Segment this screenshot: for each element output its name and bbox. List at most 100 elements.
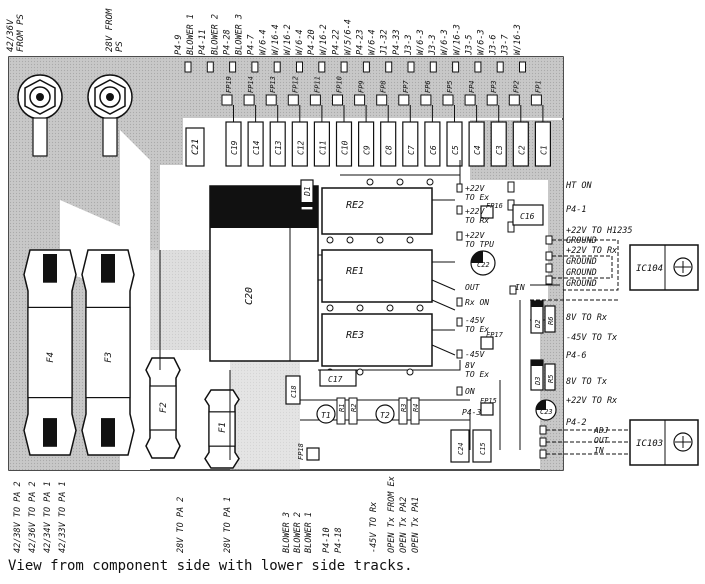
filter-fp13: FP13 (265, 76, 277, 106)
svg-text:T2: T2 (380, 411, 390, 420)
bottom-label: 42/33V TO PA 1 (58, 481, 68, 553)
svg-text:FP13: FP13 (269, 76, 277, 93)
capacitor-c7: C7 (402, 105, 419, 167)
svg-text:-45V: -45V (465, 316, 485, 325)
svg-text:GROUND: GROUND (566, 268, 597, 278)
filter-fp4: FP4 (464, 80, 476, 106)
top-pin-label: W/6-4 (295, 29, 305, 55)
bottom-label: 28V TO PA 2 (176, 497, 186, 553)
svg-text:FP17: FP17 (486, 331, 504, 339)
svg-text:C10: C10 (341, 140, 350, 155)
filter-fp9: FP9 (354, 80, 366, 106)
capacitor-c15: C15 (472, 429, 492, 463)
connector-pad (340, 61, 348, 73)
filter-fp8: FP8 (376, 80, 388, 106)
top-pin-label: W/6-4 (259, 29, 269, 55)
svg-text:C20: C20 (244, 287, 255, 305)
power-right-label-2: PS (115, 41, 125, 52)
top-pin-label: J1-32 (380, 29, 390, 56)
svg-text:IC104: IC104 (636, 264, 663, 274)
capacitor-c21: C21 (185, 127, 205, 167)
svg-text:IC103: IC103 (636, 439, 663, 449)
filter-fp12: FP12 (287, 76, 299, 106)
svg-text:TO Ex: TO Ex (465, 370, 489, 379)
svg-text:P4-2: P4-2 (566, 418, 586, 428)
svg-text:+22V: +22V (465, 207, 485, 216)
svg-text:C12: C12 (296, 140, 305, 155)
top-pin-label: P4-9 (174, 35, 184, 55)
top-pin-label: J3-5 (464, 35, 474, 56)
capacitor-c20: C20 (209, 185, 319, 362)
svg-text:C3: C3 (495, 145, 504, 155)
bottom-label: 42/34V TO PA 1 (43, 481, 53, 553)
filter-fp7: FP7 (398, 80, 410, 106)
svg-text:C17: C17 (328, 375, 343, 384)
svg-text:GROUND: GROUND (566, 279, 597, 289)
svg-text:F4: F4 (46, 352, 56, 363)
svg-text:Rx ON: Rx ON (465, 298, 489, 307)
connector-pad (385, 61, 393, 73)
svg-text:P4-3: P4-3 (462, 408, 481, 417)
top-pin-label: W/6-3 (440, 29, 450, 55)
power-terminal-left (17, 74, 63, 157)
svg-text:F3: F3 (104, 352, 114, 363)
connector-pad (296, 61, 303, 73)
svg-text:R3: R3 (400, 404, 408, 412)
svg-text:RE1: RE1 (346, 266, 364, 277)
filter-fp18: FP18 (297, 443, 320, 461)
top-pin-label: W/16-2 (283, 24, 293, 55)
svg-text:FP7: FP7 (402, 80, 410, 93)
svg-text:GROUND: GROUND (566, 257, 597, 267)
svg-text:C11: C11 (318, 141, 327, 155)
svg-text:IN: IN (594, 446, 604, 455)
right-pad-column (507, 181, 553, 459)
top-pin-label: J3-6 (489, 35, 499, 56)
svg-text:FP5: FP5 (446, 80, 454, 93)
svg-text:+22V TO Rx: +22V TO Rx (566, 396, 618, 406)
diode-d1: D1 (300, 179, 314, 211)
svg-text:RE2: RE2 (346, 200, 364, 211)
svg-text:D1: D1 (303, 186, 312, 197)
svg-text:C9: C9 (363, 145, 372, 155)
svg-text:C14: C14 (252, 140, 261, 155)
capacitor-c2: C2 (512, 105, 529, 167)
bottom-label: P4-18 (334, 527, 344, 553)
svg-text:TO Ex: TO Ex (465, 193, 489, 202)
bottom-label: 42/36V TO PA 2 (28, 481, 38, 553)
svg-text:C23: C23 (540, 408, 553, 416)
connector-pad (206, 61, 214, 73)
svg-text:+22V TO H1235: +22V TO H1235 (566, 226, 633, 236)
connector-pad (362, 61, 370, 73)
filter-fp1: FP1 (530, 80, 542, 106)
power-terminal-right (87, 74, 133, 157)
svg-text:C19: C19 (230, 140, 239, 155)
svg-text:F2: F2 (159, 402, 169, 413)
svg-text:FP10: FP10 (336, 76, 344, 93)
svg-text:FP15: FP15 (480, 397, 497, 405)
svg-text:C15: C15 (479, 442, 487, 455)
right-side-labels: HT ON P4-1 +22V TO H1235 GROUND +22V TO … (565, 181, 633, 455)
svg-text:TO TPU: TO TPU (465, 240, 494, 249)
top-pin-label: P4-23 (356, 29, 366, 55)
top-connector-pads (184, 61, 526, 73)
transistor-t1: T1 (316, 404, 336, 424)
top-pin-label: W/16-3 (452, 24, 462, 55)
svg-text:FP4: FP4 (468, 80, 476, 93)
top-pin-label: W/16-3 (513, 24, 523, 55)
resistor-r5: R5 (544, 363, 556, 391)
svg-text:FP9: FP9 (358, 80, 366, 93)
capacitor-c19: C19 (225, 105, 242, 167)
svg-text:C6: C6 (429, 145, 438, 155)
board-label-pads (456, 183, 463, 396)
capacitor-c22: C22 (470, 250, 496, 276)
bottom-label: OPEN Tx FROM Ex (387, 475, 397, 553)
top-pin-label: P4-7 (247, 34, 257, 55)
filter-fp11: FP11 (309, 76, 321, 106)
resistor-r2: R2 (348, 397, 358, 425)
connector-pad (407, 61, 415, 73)
svg-text:-45V TO Tx: -45V TO Tx (566, 333, 618, 343)
